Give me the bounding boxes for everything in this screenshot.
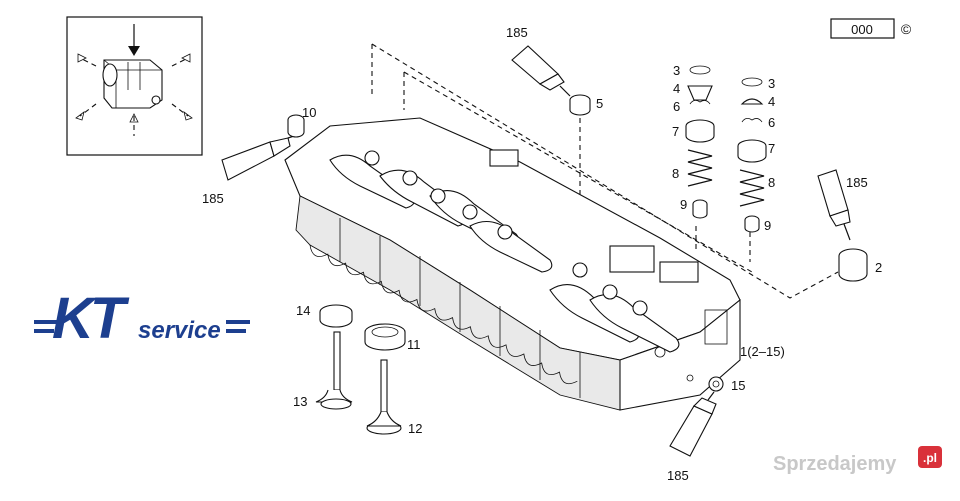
callout-9-left: 9 [680, 197, 687, 212]
rocker-arms [329, 150, 680, 353]
valve-13 [315, 331, 353, 410]
sealant-tube-bottom [669, 391, 717, 457]
callout-2: 2 [875, 260, 882, 275]
callout-7-left: 7 [672, 124, 679, 139]
callout-10: 10 [302, 105, 316, 120]
valve-seat-11 [364, 323, 406, 351]
callout-8-left: 8 [672, 166, 679, 181]
callout-7-right: 7 [768, 141, 775, 156]
callout-11: 11 [407, 337, 421, 352]
valve-12 [366, 359, 402, 435]
diagram-code-box: 000 © [830, 18, 912, 39]
callout-15: 15 [731, 378, 745, 393]
watermark: Sprzedajemy .pl [773, 446, 942, 475]
diagram-code: 000 [851, 22, 873, 37]
copyright-mark: © [901, 21, 912, 37]
logo-service-word: service [138, 317, 221, 344]
sensor-part-15 [708, 376, 724, 392]
callout-6-right: 6 [768, 115, 775, 130]
watermark-badge: .pl [923, 451, 937, 465]
watermark-text: Sprzedajemy [773, 453, 897, 475]
orientation-inset [66, 16, 203, 156]
plug-part-2 [838, 248, 868, 282]
callout-3-left: 3 [673, 63, 680, 78]
seal-part-5 [569, 94, 591, 116]
sealant-tube-top-left [221, 133, 301, 181]
cylinder-head [284, 117, 741, 411]
valve-spring-stack-left [685, 65, 715, 219]
callout-13: 13 [293, 394, 307, 409]
callout-labels: 185 10 185 5 3 4 6 7 8 9 3 4 6 7 8 9 185… [202, 25, 882, 483]
callout-185-right: 185 [846, 175, 868, 190]
logo-kt-letters: KT [52, 286, 130, 351]
callout-5: 5 [596, 96, 603, 111]
callout-185-bottom: 185 [667, 468, 689, 483]
callout-6-left: 6 [673, 99, 680, 114]
valve-spring-stack-right [737, 77, 767, 233]
callout-4-left: 4 [673, 81, 680, 96]
callout-185-left: 185 [202, 191, 224, 206]
sealant-tube-top [511, 45, 571, 97]
callout-9-right: 9 [764, 218, 771, 233]
callout-12: 12 [408, 421, 422, 436]
kt-service-logo: KT service [28, 280, 253, 352]
callout-14: 14 [296, 303, 310, 318]
callout-1: 1(2–15) [740, 344, 785, 359]
callout-3-right: 3 [768, 76, 775, 91]
callout-185-top: 185 [506, 25, 528, 40]
valve-seat-14 [319, 304, 353, 328]
cap-part-10 [287, 114, 305, 138]
callout-4-right: 4 [768, 94, 775, 109]
callout-8-right: 8 [768, 175, 775, 190]
sealant-tube-right [817, 169, 851, 241]
